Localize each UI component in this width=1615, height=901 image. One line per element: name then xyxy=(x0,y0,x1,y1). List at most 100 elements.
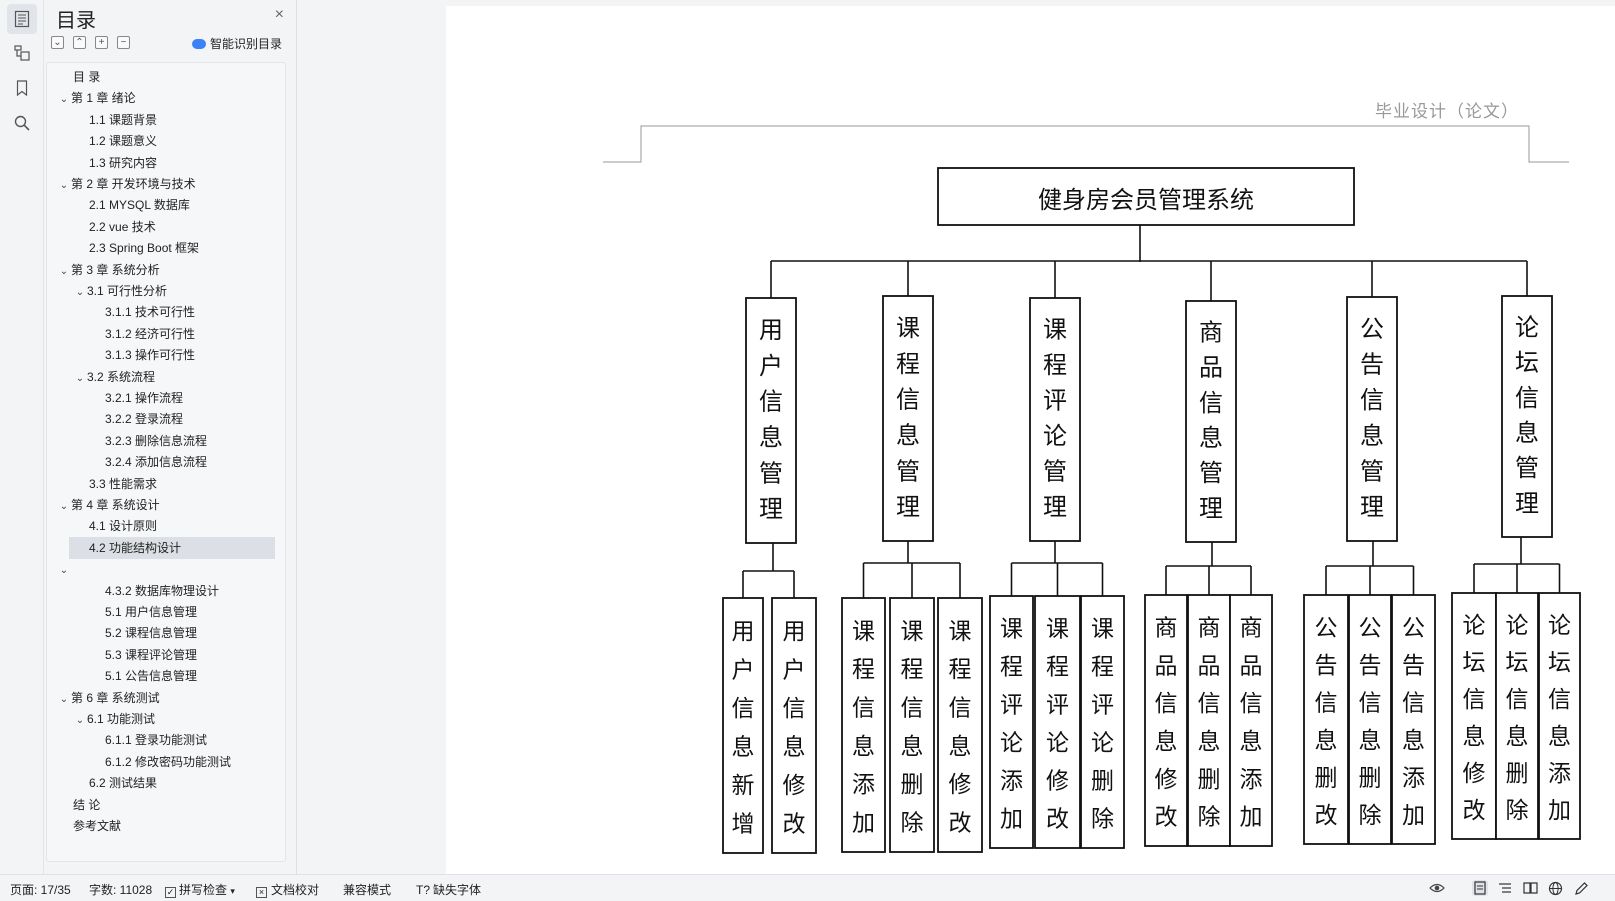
module-label: 公 xyxy=(1360,315,1384,343)
bookmark-icon[interactable] xyxy=(7,73,37,103)
toc-item[interactable]: 参考文献 xyxy=(47,815,121,837)
toc-item[interactable]: 5.1 用户信息管理 xyxy=(47,601,197,623)
smart-toc-button[interactable]: 智能识别目录 xyxy=(191,35,282,52)
web-view-icon[interactable] xyxy=(1547,880,1563,896)
toc-item[interactable]: 3.1.3 操作可行性 xyxy=(47,344,195,366)
spell-check-button[interactable]: ✓拼写检查 ▾ xyxy=(165,881,235,898)
toc-item[interactable]: 3.2.4 添加信息流程 xyxy=(47,451,207,473)
leaf-label: 添 xyxy=(1548,761,1571,787)
toc-item[interactable]: ⌄ xyxy=(47,558,71,580)
page-indicator[interactable]: 页面: 17/35 xyxy=(10,883,71,897)
toc-item[interactable]: ⌄第 4 章 系统设计 xyxy=(47,494,160,516)
chevron-down-icon[interactable]: ⌄ xyxy=(59,94,69,106)
leaf-label: 课 xyxy=(1091,617,1114,643)
proof-icon: × xyxy=(256,887,267,898)
toc-item[interactable]: 3.1.2 经济可行性 xyxy=(47,323,195,345)
compat-mode[interactable]: 兼容模式 xyxy=(343,883,392,897)
leaf-label: 信 xyxy=(1198,691,1221,717)
chevron-down-icon[interactable]: ⌄ xyxy=(59,693,69,705)
leaf-label: 息 xyxy=(783,734,806,760)
toc-item[interactable]: 目 录 xyxy=(47,66,100,88)
reading-view-icon[interactable] xyxy=(1522,880,1538,896)
expand-all-icon[interactable]: ⌄ xyxy=(51,36,64,49)
root-box xyxy=(937,167,1355,226)
toc-item[interactable]: ⌄第 6 章 系统测试 xyxy=(47,687,160,709)
toc-item[interactable]: 5.3 课程评论管理 xyxy=(47,644,197,666)
module-box xyxy=(745,297,797,544)
leaf-label: 告 xyxy=(1315,653,1338,679)
outline-view-icon[interactable] xyxy=(1497,880,1513,896)
eye-icon[interactable] xyxy=(1429,880,1445,896)
leaf-label: 信 xyxy=(783,696,806,722)
module-label: 管 xyxy=(1360,457,1384,485)
chevron-down-icon[interactable]: ⌄ xyxy=(59,501,69,512)
word-count[interactable]: 字数: 11028 xyxy=(89,883,153,897)
module-label: 信 xyxy=(896,386,920,414)
toc-item[interactable]: 结 论 xyxy=(47,794,100,816)
toc-item[interactable]: 3.2.2 登录流程 xyxy=(47,408,183,430)
toc-item[interactable]: 3.2.3 删除信息流程 xyxy=(47,430,207,452)
chevron-down-icon[interactable]: ⌄ xyxy=(75,287,85,298)
search-icon[interactable] xyxy=(7,108,37,138)
leaf-label: 除 xyxy=(1198,805,1221,831)
structure-icon[interactable] xyxy=(7,38,37,68)
missing-font-button[interactable]: T?缺失字体 xyxy=(416,881,481,898)
toc-item[interactable]: 5.2 课程信息管理 xyxy=(47,622,197,644)
chevron-down-icon[interactable]: ⌄ xyxy=(59,565,69,577)
toc-item[interactable]: 3.2.1 操作流程 xyxy=(47,387,183,409)
collapse-all-icon[interactable]: ⌃ xyxy=(73,36,86,49)
chevron-down-icon[interactable]: ⌄ xyxy=(75,372,85,384)
toc-item[interactable]: ⌄第 3 章 系统分析 xyxy=(47,259,160,281)
leaf-label: 课 xyxy=(852,619,875,645)
toc-item[interactable]: ⌄3.2 系统流程 xyxy=(47,366,155,388)
doc-proof-button[interactable]: ×文档校对 xyxy=(256,881,319,898)
toc-item[interactable]: 5.1 公告信息管理 xyxy=(47,665,197,687)
toc-item[interactable]: ⌄3.1 可行性分析 xyxy=(47,280,167,302)
pen-icon[interactable] xyxy=(1573,880,1589,896)
toc-item-label: 参考文献 xyxy=(73,819,122,833)
toc-item[interactable]: ⌄第 1 章 绪论 xyxy=(47,87,136,109)
toc-item[interactable]: 4.3.2 数据库物理设计 xyxy=(47,580,219,602)
toc-item[interactable]: 2.2 vue 技术 xyxy=(47,216,156,238)
leaf-label: 除 xyxy=(1359,803,1382,829)
toc-item-label: 3.1.2 经济可行性 xyxy=(105,326,196,341)
chevron-down-icon[interactable]: ⌄ xyxy=(59,265,69,277)
toc-item[interactable]: 1.3 研究内容 xyxy=(47,152,157,174)
leaf-label: 添 xyxy=(852,772,875,798)
chevron-down-icon[interactable]: ⌄ xyxy=(59,180,69,191)
leaf-label: 告 xyxy=(1402,653,1425,679)
toc-item-label: 3.1.1 技术可行性 xyxy=(105,305,196,320)
toc-item[interactable]: ⌄第 2 章 开发环境与技术 xyxy=(47,173,196,195)
toc-item[interactable]: 2.3 Spring Boot 框架 xyxy=(47,237,199,259)
module-label: 论 xyxy=(1515,313,1539,341)
toc-item[interactable]: 6.1.2 修改密码功能测试 xyxy=(47,751,231,773)
toc-item-label: 6.2 测试结果 xyxy=(89,776,158,791)
leaf-label: 坛 xyxy=(1506,650,1529,676)
remove-heading-icon[interactable]: − xyxy=(117,36,130,49)
leaf-label: 用 xyxy=(732,619,755,645)
toc-item-label: 4.3.2 数据库物理设计 xyxy=(105,583,220,598)
ai-icon xyxy=(191,38,206,49)
leaf-box xyxy=(937,597,983,853)
toc-icon[interactable] xyxy=(7,4,37,34)
toc-item[interactable]: 4.2 功能结构设计 xyxy=(69,536,275,559)
close-icon[interactable]: × xyxy=(274,6,284,23)
toc-item[interactable]: 4.1 设计原则 xyxy=(47,515,157,537)
leaf-label: 息 xyxy=(1155,729,1178,755)
page-view-icon[interactable] xyxy=(1472,880,1488,896)
toc-item[interactable]: 3.3 性能需求 xyxy=(47,473,157,495)
toc-item[interactable]: 2.1 MYSQL 数据库 xyxy=(47,194,190,216)
toc-item[interactable]: 1.2 课题意义 xyxy=(47,130,157,152)
toc-item[interactable]: ⌄6.1 功能测试 xyxy=(47,708,155,730)
header-rule xyxy=(603,125,1569,163)
leaf-label: 论 xyxy=(1046,731,1069,757)
add-heading-icon[interactable]: + xyxy=(95,36,108,49)
toc-item[interactable]: 1.1 课题背景 xyxy=(47,109,157,131)
chevron-down-icon[interactable]: ⌄ xyxy=(75,715,85,726)
toc-item[interactable]: 6.1.1 登录功能测试 xyxy=(47,729,207,751)
toc-item[interactable]: 6.2 测试结果 xyxy=(47,772,157,794)
toc-item[interactable]: 3.1.1 技术可行性 xyxy=(47,301,195,323)
toc-item-label: 第 1 章 绪论 xyxy=(71,91,136,106)
leaf-label: 评 xyxy=(1046,693,1069,719)
chevron-down-icon: ▾ xyxy=(230,886,235,896)
